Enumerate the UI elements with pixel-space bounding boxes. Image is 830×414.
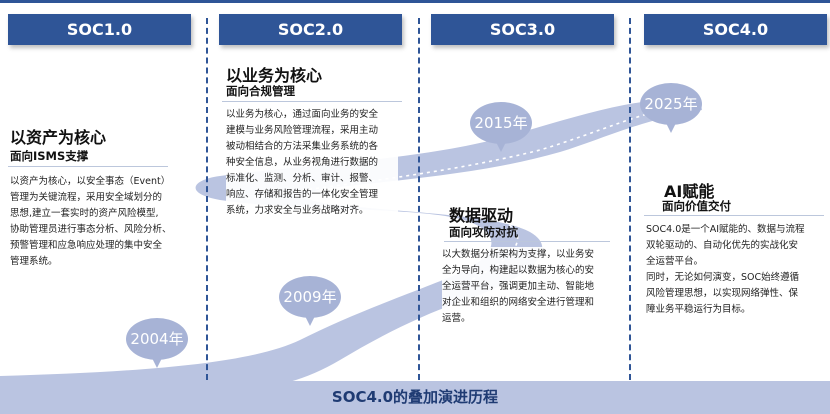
body-line: 响应、存储和报告的一体化安全管理 — [226, 189, 379, 200]
body-line: 思想,建立一套实时的资产风险模型, — [10, 208, 159, 219]
body-line: 运营。 — [442, 313, 471, 324]
stage-body-soc3: 以大数据分析架构为支撑，以业务安 全为导向，构建起以数据为核心的安 全运营平台，… — [442, 247, 614, 327]
body-line: 障业务平稳运行为目标。 — [646, 304, 751, 315]
stage-title-soc1: 以资产为核心 — [10, 128, 107, 147]
body-line: 标准化、监测、分析、审计、报警、 — [226, 173, 379, 184]
stage-header-soc4: SOC4.0 — [644, 14, 827, 45]
year-bubble-2004: 2004年 — [126, 318, 188, 368]
year-bubble-2015: 2015年 — [470, 102, 532, 152]
body-line: 预警管理和应急响应处理的集中安全 — [10, 240, 163, 251]
body-line: 以业务为核心，通过面向业务的安全 — [226, 109, 379, 120]
year-bubble-2009: 2009年 — [279, 276, 341, 326]
body-line: 管理系统。 — [10, 256, 58, 267]
body-line: 对企业和组织的网络安全进行管理和 — [442, 297, 595, 308]
stage-subtitle-soc3: 面向攻防对抗 — [449, 225, 518, 239]
stage-body-soc2: 以业务为核心，通过面向业务的安全 建模与业务风险管理流程，采用主动 被动相结合的… — [226, 107, 398, 219]
year-label: 2015年 — [474, 114, 528, 132]
subtitle-rule — [8, 166, 168, 167]
stage-subtitle-soc2: 面向合规管理 — [226, 84, 295, 98]
bubble-tail — [664, 119, 678, 133]
body-line: 系统，力求安全与业务战略对齐。 — [226, 205, 369, 216]
body-line: 同时，无论如何演变，SOC始终遵循 — [646, 272, 800, 283]
year-label: 2025年 — [644, 95, 698, 113]
stage-subtitle-soc1: 面向ISMS支撑 — [10, 149, 89, 163]
stage-header-soc1: SOC1.0 — [8, 14, 191, 45]
stage-subtitle-soc4: 面向价值交付 — [662, 199, 731, 213]
bubble-tail — [494, 138, 508, 152]
stage-divider — [206, 18, 208, 380]
stage-divider — [418, 18, 420, 380]
body-line: 全运营平台。 — [646, 256, 704, 267]
body-line: 以大数据分析架构为支撑，以业务安 — [442, 249, 595, 260]
stage-title-soc4: AI赋能 — [664, 182, 715, 201]
top-rule — [0, 0, 830, 3]
subtitle-rule — [222, 101, 402, 102]
road-lane-line — [329, 197, 519, 291]
body-line: SOC4.0是一个AI赋能的、数据与流程 — [646, 224, 805, 235]
year-label: 2004年 — [130, 330, 184, 348]
body-line: 协助管理员进行事态分析、风险分析、 — [10, 224, 172, 235]
body-line: 被动相结合的方法采集业务系统的各 — [226, 141, 379, 152]
stage-body-soc4: SOC4.0是一个AI赋能的、数据与流程 双轮驱动的、自动化优先的实战化安 全运… — [646, 222, 826, 318]
footer-bar — [0, 381, 830, 414]
body-line: 全运营平台，强调更加主动、智能地 — [442, 281, 595, 292]
year-label: 2009年 — [283, 288, 337, 306]
year-bubble-2025: 2025年 — [640, 83, 702, 133]
stage-header-soc2: SOC2.0 — [219, 14, 402, 45]
body-line: 双轮驱动的、自动化优先的实战化安 — [646, 240, 799, 251]
footer-title: SOC4.0的叠加演进历程 — [331, 388, 499, 406]
subtitle-rule — [444, 241, 610, 242]
body-line: 以资产为核心，以安全事态（Event） — [10, 176, 171, 187]
body-line: 管理为关键流程，采用安全域划分的 — [10, 192, 163, 203]
subtitle-rule — [644, 215, 824, 216]
body-line: 种安全信息，从业务视角进行数据的 — [226, 157, 379, 168]
body-line: 风险管理思想，以实现网络弹性、保 — [646, 288, 799, 299]
stage-header-soc3: SOC3.0 — [431, 14, 614, 45]
stage-title-soc3: 数据驱动 — [449, 206, 514, 225]
bubble-tail — [303, 312, 317, 326]
stage-divider — [629, 18, 631, 380]
stage-title-soc2: 以业务为核心 — [226, 66, 323, 85]
body-line: 建模与业务风险管理流程，采用主动 — [226, 125, 379, 136]
road-lane-line — [239, 103, 691, 201]
road-band — [0, 98, 702, 390]
bubble-tail — [150, 354, 164, 368]
stage-body-soc1: 以资产为核心，以安全事态（Event） 管理为关键流程，采用安全域划分的 思想,… — [10, 174, 196, 270]
body-line: 全为导向，构建起以数据为核心的安 — [442, 265, 595, 276]
